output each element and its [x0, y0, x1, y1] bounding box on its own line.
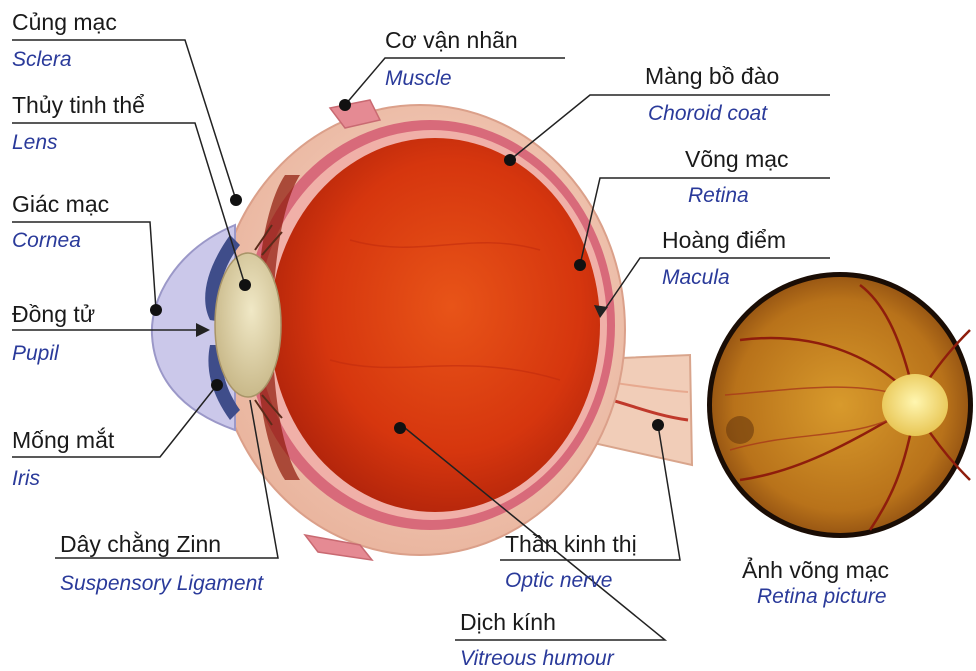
label-choroid-en: Choroid coat: [648, 102, 768, 125]
label-iris-vi: Mống mắt: [12, 427, 115, 453]
label-ligament-vi: Dây chằng Zinn: [60, 531, 221, 557]
dot-cornea: [150, 304, 162, 316]
label-retina-vi: Võng mạc: [685, 146, 789, 172]
label-vitreous-en: Vitreous humour: [460, 647, 615, 670]
label-muscle-en: Muscle: [385, 67, 452, 90]
label-optic-en: Optic nerve: [505, 569, 612, 592]
dot-retina: [574, 259, 586, 271]
label-optic-vi: Thần kinh thị: [505, 531, 637, 557]
label-sclera-vi: Củng mạc: [12, 9, 117, 35]
dot-iris: [211, 379, 223, 391]
label-retina-en: Retina: [688, 184, 749, 207]
label-lens-en: Lens: [12, 131, 58, 154]
label-pupil-vi: Đồng tử: [12, 301, 95, 327]
eyeball: [152, 100, 692, 560]
label-muscle-vi: Cơ vận nhãn: [385, 27, 518, 53]
dot-lens: [239, 279, 251, 291]
label-macula-en: Macula: [662, 266, 730, 289]
label-macula-vi: Hoàng điểm: [662, 227, 786, 253]
label-retina-picture-vi: Ảnh võng mạc: [742, 555, 889, 583]
leader-muscle: [345, 58, 565, 105]
vitreous-shape: [270, 138, 600, 512]
dot-choroid: [504, 154, 516, 166]
lens-shape: [215, 253, 281, 397]
label-lens-vi: Thủy tinh thể: [12, 92, 145, 118]
dot-sclera: [230, 194, 242, 206]
dot-vitreous: [394, 422, 406, 434]
dot-optic: [652, 419, 664, 431]
label-iris-en: Iris: [12, 467, 40, 490]
label-cornea-vi: Giác mạc: [12, 191, 109, 217]
label-vitreous-vi: Dịch kính: [460, 609, 556, 635]
label-ligament-en: Suspensory Ligament: [60, 572, 264, 595]
label-pupil-en: Pupil: [12, 342, 60, 365]
label-retina-picture-en: Retina picture: [757, 585, 887, 608]
label-cornea-en: Cornea: [12, 229, 81, 252]
label-choroid-vi: Màng bồ đào: [645, 63, 779, 89]
dot-muscle: [339, 99, 351, 111]
label-sclera-en: Sclera: [12, 48, 72, 71]
optic-disc-shape: [882, 374, 948, 436]
retina-picture: [707, 272, 973, 538]
